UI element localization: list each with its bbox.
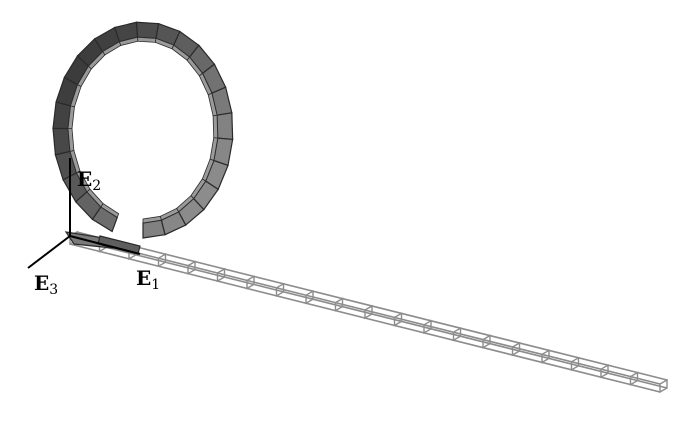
loop-segment: [52, 101, 72, 130]
svg-text:E3: E3: [34, 271, 58, 298]
axis-e3-letter: E: [34, 271, 49, 295]
axis-label-e3: E3: [34, 271, 58, 298]
e3-axis-line: [27, 235, 71, 269]
beam-cross-section: [157, 252, 167, 268]
beam-cross-section: [570, 356, 580, 372]
axis-e3-subscript: 3: [49, 282, 58, 298]
beam-cross-section: [305, 289, 314, 305]
axis-e1-letter: E: [136, 266, 151, 290]
loop-segment: [216, 112, 234, 141]
reference-frame: [27, 158, 141, 269]
axis-label-e1: E1: [136, 266, 160, 293]
e1-axis-line: [69, 235, 141, 255]
beam-cross-section: [334, 297, 344, 312]
axis-e1-subscript: 1: [151, 277, 160, 293]
loop-segment-inner-face: [137, 36, 157, 43]
axis-e2-subscript: 2: [92, 178, 101, 194]
beam-cross-section: [423, 319, 432, 335]
svg-text:E1: E1: [136, 266, 160, 293]
coiled-beam-loop: [52, 21, 234, 255]
straight-beam-wireframe: [69, 230, 668, 394]
loop-segment-inner-face: [212, 114, 219, 139]
beam-cross-section: [511, 341, 521, 357]
loop-segment-inner-face: [142, 215, 162, 224]
svg-text:E2: E2: [77, 167, 101, 194]
beam-cross-section: [541, 349, 550, 364]
axis-label-e2: E2: [77, 167, 101, 194]
beam-cross-section: [246, 275, 255, 290]
beam-cross-section: [393, 312, 403, 327]
beam-cross-section: [452, 326, 462, 342]
beam-cross-section: [187, 260, 196, 275]
loop-segment: [52, 127, 71, 156]
beam-cross-section: [659, 378, 668, 394]
axis-e2-letter: E: [77, 167, 92, 191]
beam-cross-section: [600, 363, 609, 379]
beam-cross-section: [275, 282, 285, 298]
beam-cross-section: [629, 371, 639, 386]
beam-cross-section: [216, 267, 226, 283]
beam-cross-section: [482, 334, 491, 349]
beam-cross-section: [364, 304, 373, 320]
loop-segment: [135, 21, 160, 40]
